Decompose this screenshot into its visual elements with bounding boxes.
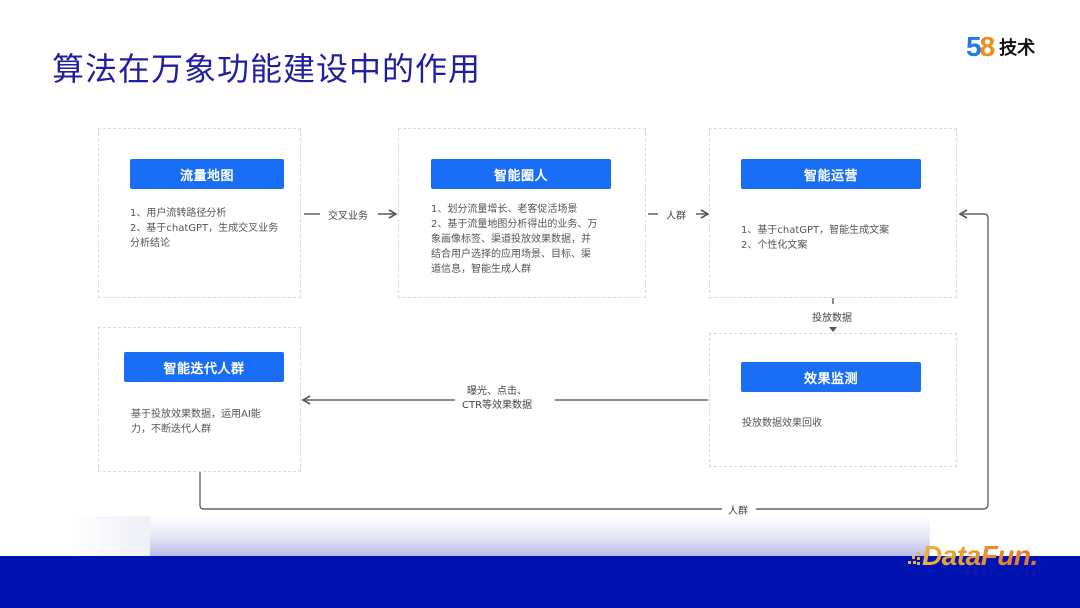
body-line: 1、基于chatGPT，智能生成文案 bbox=[741, 225, 890, 236]
edge-label-delivery-data: 投放数据 bbox=[812, 309, 852, 324]
footer-band bbox=[0, 556, 1080, 608]
datafun-dots-icon bbox=[908, 552, 920, 565]
slide-title: 算法在万象功能建设中的作用 bbox=[52, 50, 482, 88]
body-line: 投放数据效果回收 bbox=[742, 418, 822, 429]
edge-label-feedback: 曝光、点击、 CTR等效果数据 bbox=[462, 385, 533, 413]
card-smart-audience: 智能圈人 1、划分流量增长、老客促活场景 2、基于流量地图分析得出的业务、万 象… bbox=[398, 128, 646, 298]
edge-label-feedback-line1: 曝光、点击、 bbox=[467, 386, 528, 397]
card-body-monitoring: 投放数据效果回收 bbox=[742, 416, 942, 431]
card-body-flow-map: 1、用户流转路径分析 2、基于chatGPT，生成交叉业务 分析结论 bbox=[130, 206, 300, 251]
body-line: 象画像标签、渠道投放效果数据，并 bbox=[431, 234, 591, 245]
body-line: 1、划分流量增长、老客促活场景 bbox=[431, 204, 578, 215]
body-line: 2、基于流量地图分析得出的业务、万 bbox=[431, 219, 598, 230]
datafun-logo: DataFun. bbox=[922, 540, 1038, 571]
footer-gradient bbox=[70, 516, 930, 556]
edge-label-cross-business: 交叉业务 bbox=[328, 207, 368, 222]
card-header-monitoring[interactable]: 效果监测 bbox=[741, 362, 921, 392]
edge-label-audience-loop: 人群 bbox=[728, 502, 748, 517]
edge-label-audience: 人群 bbox=[666, 207, 686, 222]
card-body-smart-audience: 1、划分流量增长、老客促活场景 2、基于流量地图分析得出的业务、万 象画像标签、… bbox=[431, 202, 646, 277]
card-flow-map: 流量地图 1、用户流转路径分析 2、基于chatGPT，生成交叉业务 分析结论 bbox=[98, 128, 301, 298]
card-header-iterate-audience[interactable]: 智能迭代人群 bbox=[124, 352, 284, 382]
card-header-flow-map[interactable]: 流量地图 bbox=[130, 159, 284, 189]
edge-label-feedback-line2: CTR等效果数据 bbox=[462, 400, 533, 411]
card-body-iterate-audience: 基于投放效果数据，运用AI能 力，不断迭代人群 bbox=[131, 407, 291, 437]
card-smart-ops: 智能运营 1、基于chatGPT，智能生成文案 2、个性化文案 bbox=[709, 128, 957, 298]
body-line: 结合用户选择的应用场景、目标、渠 bbox=[431, 249, 591, 260]
body-line: 1、用户流转路径分析 bbox=[130, 208, 227, 219]
card-iterate-audience: 智能迭代人群 基于投放效果数据，运用AI能 力，不断迭代人群 bbox=[98, 327, 301, 472]
body-line: 基于投放效果数据，运用AI能 bbox=[131, 409, 261, 420]
body-line: 道信息，智能生成人群 bbox=[431, 264, 531, 275]
body-line: 分析结论 bbox=[130, 238, 170, 249]
card-monitoring: 效果监测 投放数据效果回收 bbox=[709, 333, 957, 467]
body-line: 力，不断迭代人群 bbox=[131, 424, 211, 435]
card-header-smart-audience[interactable]: 智能圈人 bbox=[431, 159, 611, 189]
logo-digit-8: 8 bbox=[979, 31, 996, 62]
logo-digit-5: 5 bbox=[966, 31, 982, 62]
body-line: 2、个性化文案 bbox=[741, 240, 808, 251]
card-body-smart-ops: 1、基于chatGPT，智能生成文案 2、个性化文案 bbox=[741, 223, 951, 253]
logo-label: 技术 bbox=[999, 38, 1036, 59]
card-header-smart-ops[interactable]: 智能运营 bbox=[741, 159, 921, 189]
brand-logo-58: 5 8 技术 bbox=[966, 33, 1035, 61]
body-line: 2、基于chatGPT，生成交叉业务 bbox=[130, 223, 279, 234]
